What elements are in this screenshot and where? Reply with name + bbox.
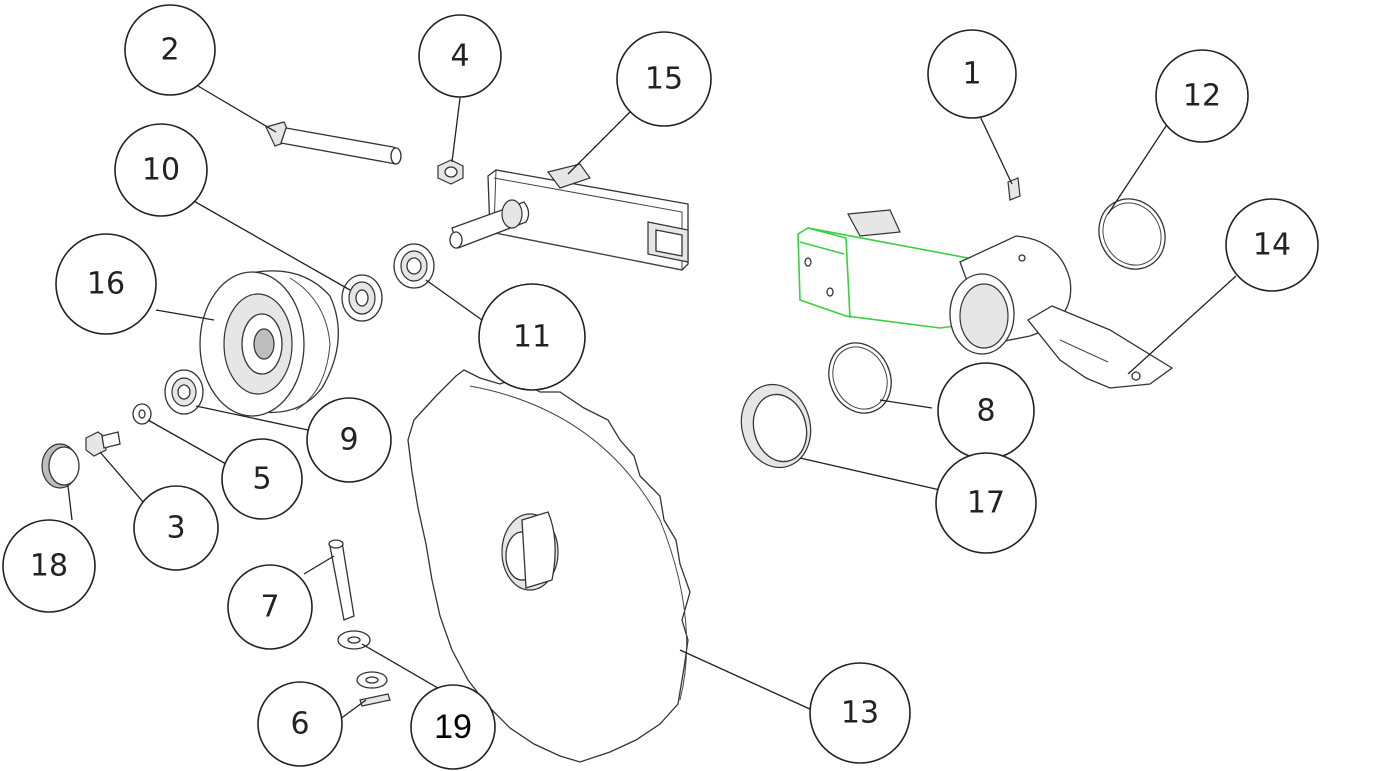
leader-10	[191, 199, 351, 291]
callout-label-13: 13	[841, 696, 879, 731]
callout-18: 18	[2, 519, 96, 613]
callout-label-15: 15	[645, 62, 683, 97]
leader-19	[361, 643, 439, 689]
callout-1: 1	[927, 29, 1017, 119]
part-13-notched-disc	[407, 369, 691, 763]
part-3-bolt	[85, 431, 121, 457]
leader-7	[303, 555, 335, 575]
part-9-bearing	[164, 369, 204, 415]
leader-14	[1127, 275, 1237, 375]
part-2-bolt	[265, 121, 402, 165]
part-18-cap	[41, 443, 80, 489]
part-11-bearing	[393, 243, 435, 289]
leader-16	[155, 309, 215, 321]
callout-12: 12	[1155, 49, 1249, 143]
part-7-pin	[328, 539, 355, 621]
callout-3: 3	[133, 485, 219, 571]
callout-2: 2	[124, 4, 216, 96]
leader-15	[567, 111, 631, 175]
leader-3	[99, 451, 151, 511]
callout-label-5: 5	[252, 462, 271, 497]
callout-label-16: 16	[87, 267, 125, 302]
leader-11	[425, 279, 483, 321]
part-1-grease-nipple	[1007, 177, 1021, 201]
callout-13: 13	[809, 662, 911, 764]
part-16-pulley-wheel	[199, 270, 339, 417]
callout-label-10: 10	[142, 153, 180, 188]
callout-7: 7	[227, 564, 313, 650]
callout-6: 6	[257, 681, 343, 767]
part-10-bearing	[341, 274, 383, 322]
leader-8	[879, 399, 933, 409]
leader-lines	[67, 85, 1237, 723]
leader-18	[67, 485, 73, 521]
callout-label-12: 12	[1183, 79, 1221, 114]
leader-4	[451, 97, 461, 163]
leader-13	[679, 649, 813, 711]
part-4-nut	[437, 159, 464, 185]
callout-15: 15	[616, 31, 712, 127]
part-19-lock-washer	[337, 630, 388, 689]
callout-14: 14	[1225, 198, 1319, 292]
callout-5: 5	[221, 438, 303, 520]
callout-17: 17	[935, 452, 1037, 554]
part-14-lever	[1027, 305, 1174, 389]
callout-16: 16	[55, 233, 157, 335]
leader-2	[197, 85, 277, 133]
callout-label-4: 4	[450, 39, 469, 74]
part-17-bushing	[740, 383, 812, 469]
callout-label-3: 3	[166, 511, 185, 546]
callout-8: 8	[937, 362, 1035, 460]
callout-label-11: 11	[513, 320, 551, 355]
part-6-cotter-pin	[359, 693, 391, 707]
part-8-circlip	[828, 342, 892, 414]
callout-label-17: 17	[967, 486, 1005, 521]
leader-17	[799, 457, 941, 491]
callout-19: 19	[410, 684, 496, 770]
callout-11: 11	[478, 283, 586, 391]
leader-5	[147, 419, 227, 465]
part-5-washer	[132, 403, 152, 425]
part-main-arm-highlighted	[797, 209, 1072, 355]
part-12-ring	[1098, 198, 1166, 270]
callout-label-18: 18	[30, 549, 68, 584]
leader-12	[1107, 119, 1171, 215]
callout-label-1: 1	[962, 57, 981, 92]
callout-label-7: 7	[260, 590, 279, 625]
callout-label-9: 9	[339, 423, 358, 458]
callout-10: 10	[114, 123, 208, 217]
leader-9	[195, 405, 309, 431]
callout-9: 9	[306, 397, 392, 483]
leader-1	[977, 111, 1013, 185]
callout-label-19: 19	[434, 708, 472, 746]
callout-label-2: 2	[160, 33, 179, 68]
callout-4: 4	[418, 14, 502, 98]
callout-label-14: 14	[1253, 228, 1291, 263]
part-15-spindle-arm	[449, 163, 689, 271]
callout-label-8: 8	[976, 394, 995, 429]
callout-label-6: 6	[290, 707, 309, 742]
